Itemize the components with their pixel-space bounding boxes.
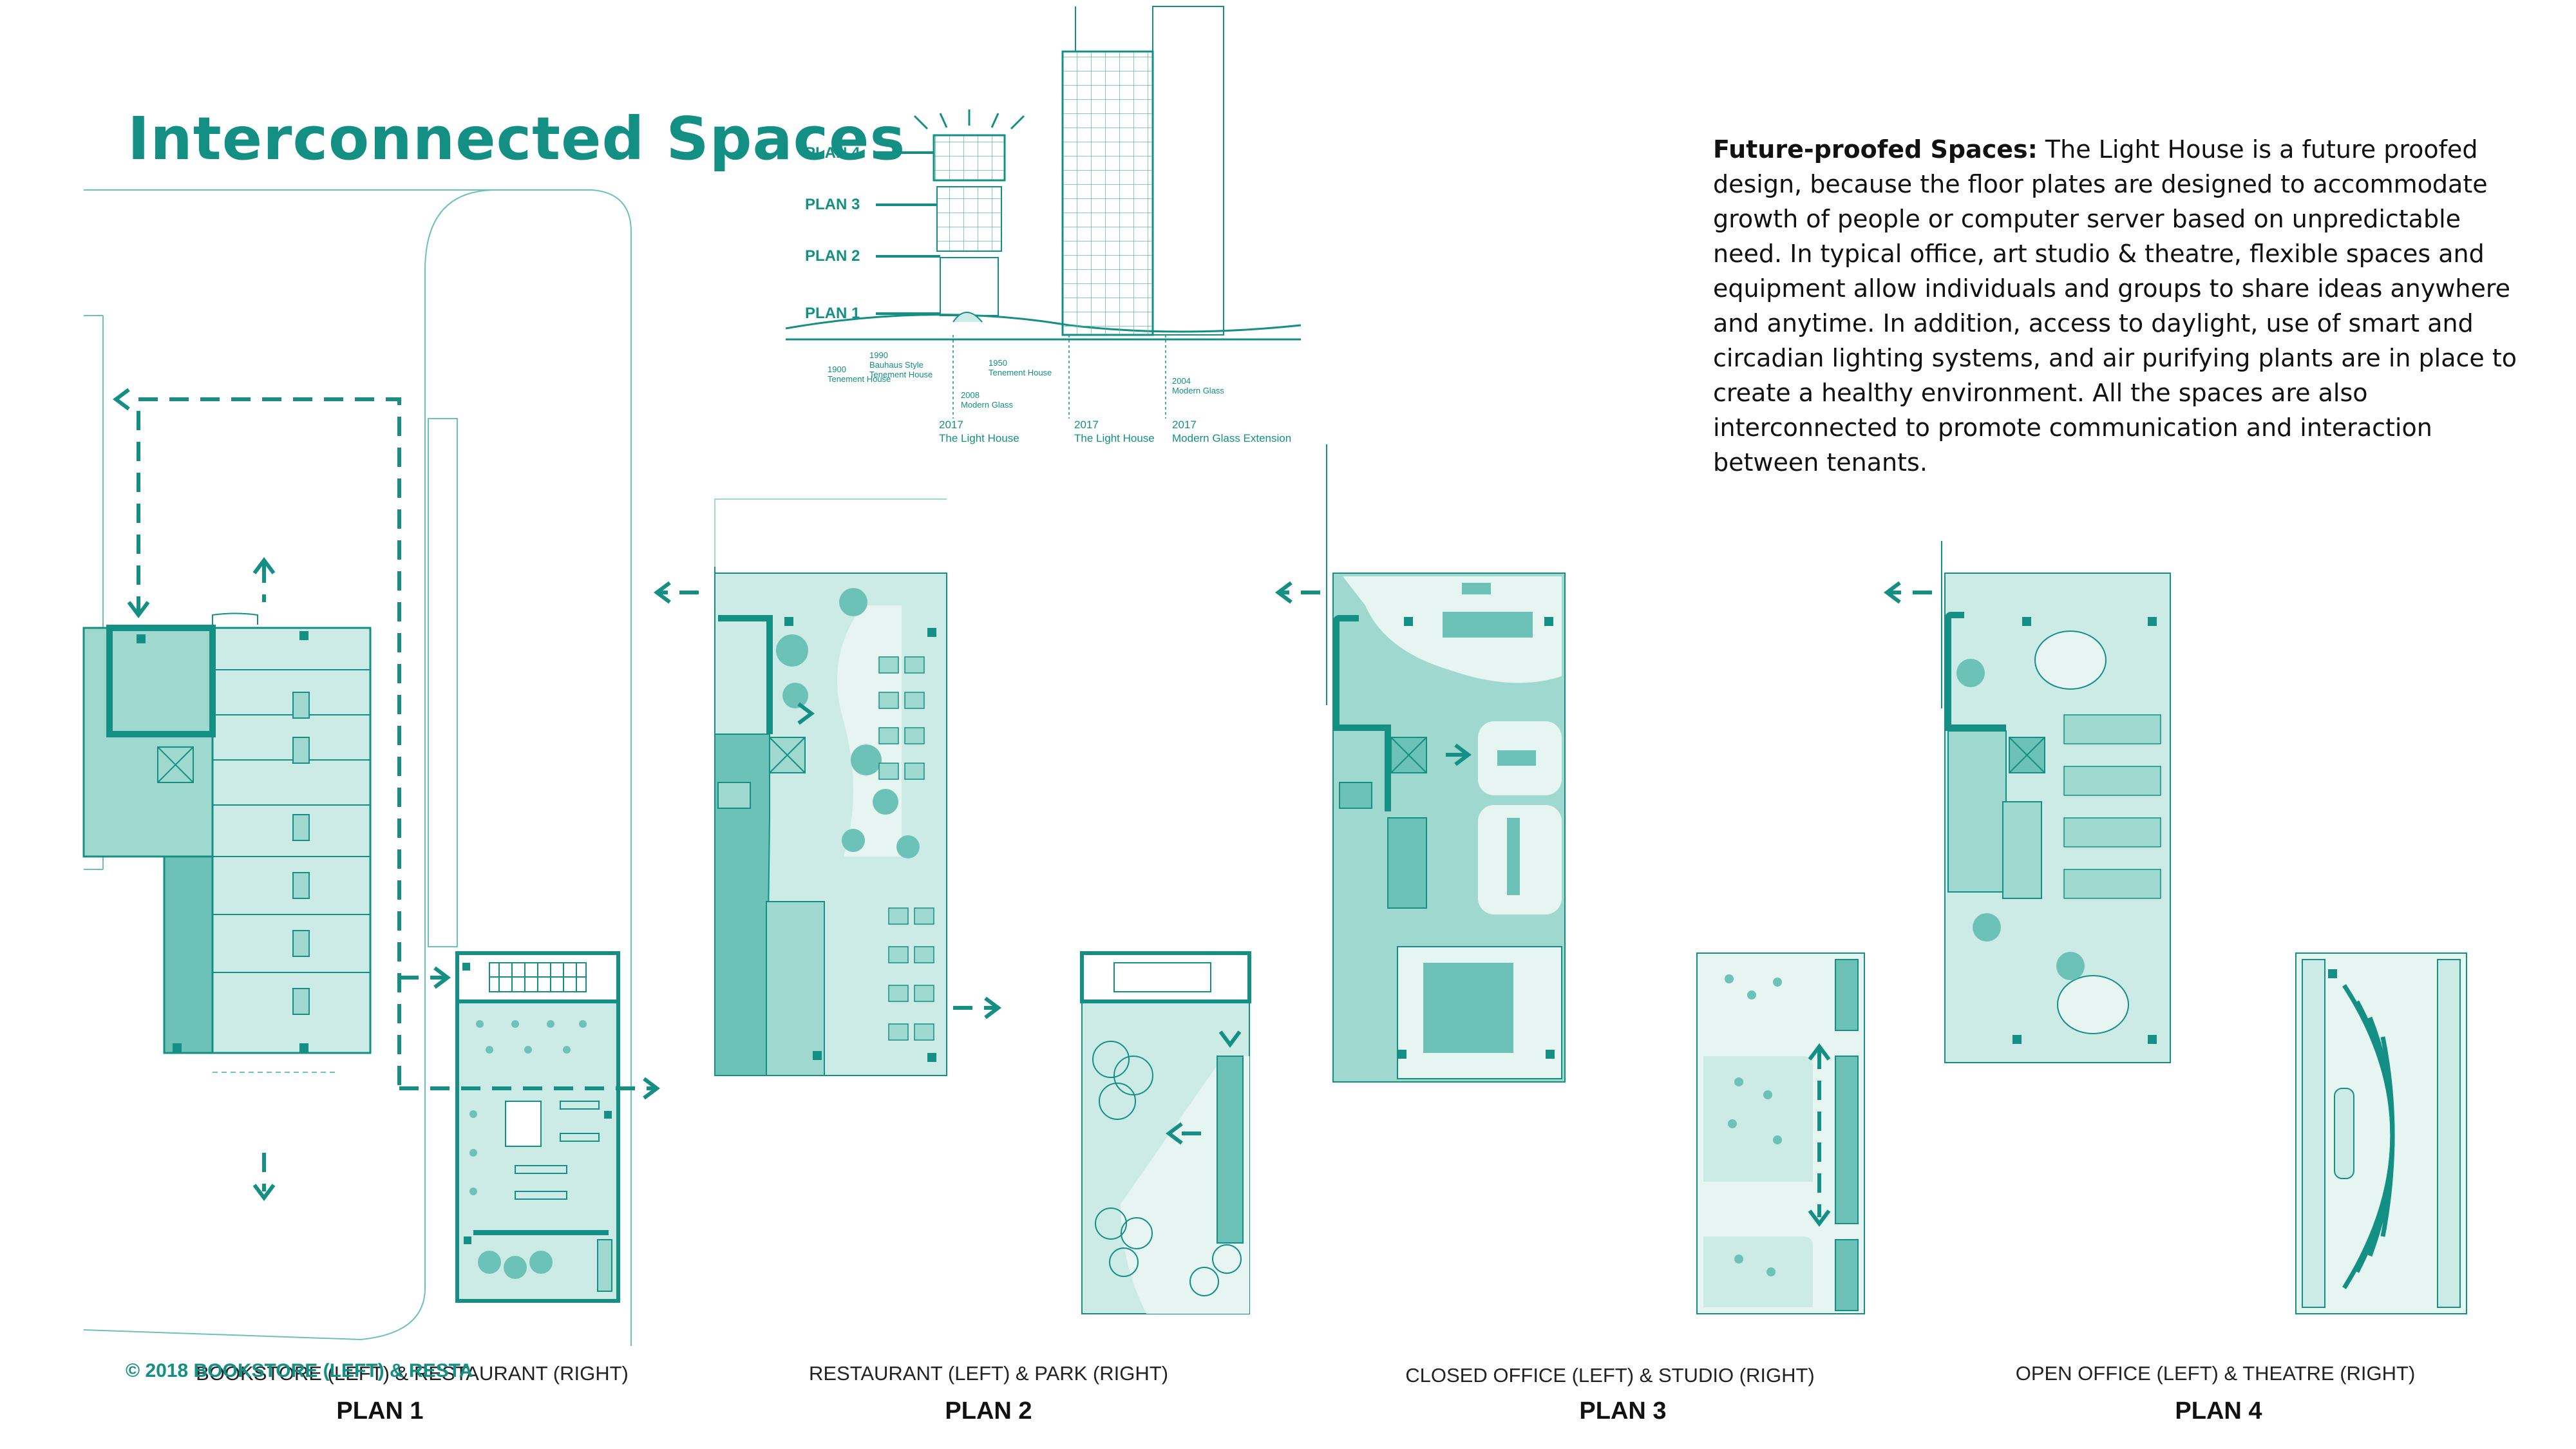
section-level-plan3: PLAN 3 <box>805 196 860 213</box>
level-markers <box>876 151 940 315</box>
annotation-leaders <box>952 335 1166 419</box>
description-body: The Light House is a future proofed desi… <box>1713 135 2517 477</box>
plan2-restaurant <box>714 498 947 1076</box>
plan1-label: PLAN 1 <box>336 1397 424 1425</box>
plan2-circulation-arrows <box>660 591 1201 1135</box>
page-title: Interconnected Spaces <box>128 104 906 173</box>
plan1-core-wall <box>106 625 216 737</box>
anno-2017c-year: 2017 <box>1172 419 1197 431</box>
anno-2017b-year: 2017 <box>1074 419 1099 431</box>
plan3-closed-office <box>1326 444 1566 1083</box>
anno-2017a-year: 2017 <box>939 419 963 431</box>
plan3-label: PLAN 3 <box>1579 1397 1667 1425</box>
plan4-theatre <box>2295 952 2467 1314</box>
anno-2008-year: 2008 <box>961 390 980 400</box>
anno-2017a-text: The Light House <box>939 432 1019 444</box>
anno-2017c-text: Modern Glass Extension <box>1172 432 1291 444</box>
plan2-park <box>1080 951 1251 1314</box>
plan1-circulation-arrows <box>137 397 654 1191</box>
anno-1900-text: Tenement House <box>828 374 891 384</box>
lighthouse-stack <box>913 109 1025 323</box>
section-level-plan2: PLAN 2 <box>805 247 860 265</box>
tower-main <box>1061 6 1224 336</box>
description-heading: Future-proofed Spaces: <box>1713 135 2038 164</box>
description-text: Future-proofed Spaces: The Light House i… <box>1713 132 2524 480</box>
section-annotations: 1900 Tenement House 1990 Bauhaus Style T… <box>828 350 1224 410</box>
plan1-arrow-loop <box>137 397 401 1085</box>
anno-1950-year: 1950 <box>989 358 1007 368</box>
plan2-caption: RESTAURANT (LEFT) & PARK (RIGHT) <box>808 1362 1169 1385</box>
section-level-plan1: PLAN 1 <box>805 305 860 322</box>
plan4-label: PLAN 4 <box>2175 1397 2262 1425</box>
anno-1950-text: Tenement House <box>989 368 1052 377</box>
section-level-plan4: PLAN 4 <box>805 144 860 162</box>
plan4-open-office <box>1941 541 2171 1063</box>
plan3-studio <box>1696 952 1865 1314</box>
plan3-circulation-arrows <box>1282 591 1821 1217</box>
plan1-road-curve <box>360 189 497 1340</box>
anno-1900-year: 1900 <box>828 365 846 374</box>
anno-1990-text-b: Tenement House <box>869 370 933 379</box>
copyright-text: © 2018 BOOKSTORE (LEFT) & RESTA <box>126 1360 473 1381</box>
section-annotations-2017: 2017 The Light House 2017 The Light Hous… <box>939 419 1291 444</box>
section-elevation: PLAN 4 PLAN 3 PLAN 2 PLAN 1 1900 Tenemen… <box>785 6 1302 444</box>
plan3-caption: CLOSED OFFICE (LEFT) & STUDIO (RIGHT) <box>1405 1364 1815 1387</box>
anno-1990-year: 1990 <box>869 350 888 360</box>
anno-2004-text: Modern Glass <box>1172 386 1224 395</box>
plan1-caption: BOOKSTORE (LEFT) & RESTAURANT (RIGHT) <box>196 1362 629 1385</box>
plan1-road-bottom <box>83 1329 361 1340</box>
plan1-bookstore <box>82 612 372 1073</box>
plan1-street-edge <box>84 189 632 1346</box>
plan4-caption: OPEN OFFICE (LEFT) & THEATRE (RIGHT) <box>2015 1362 2416 1385</box>
anno-2004-year: 2004 <box>1172 376 1191 386</box>
anno-2017b-text: The Light House <box>1074 432 1155 444</box>
plan1-colonnade <box>428 418 458 947</box>
plan1-restaurant <box>455 951 620 1303</box>
anno-2008-text: Modern Glass <box>961 400 1013 410</box>
anno-1990-text-a: Bauhaus Style <box>869 360 923 370</box>
plan2-label: PLAN 2 <box>945 1397 1032 1425</box>
